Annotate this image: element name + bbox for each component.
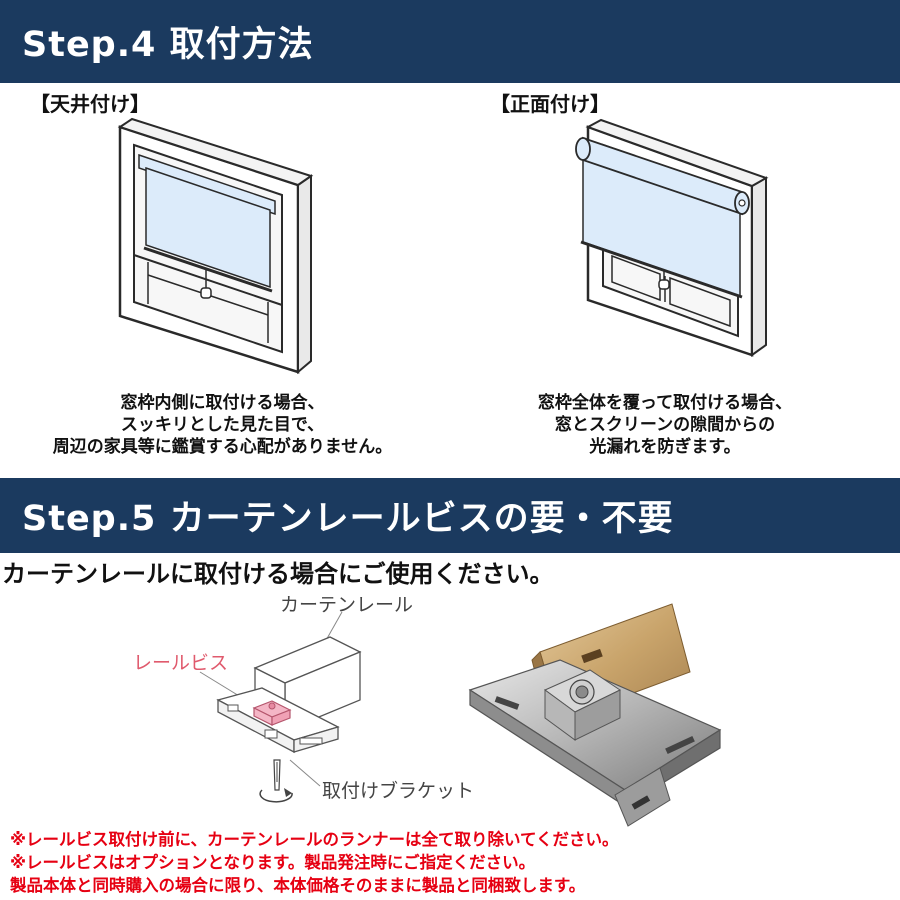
caption-line: 窓とスクリーンの隙間からの (554, 415, 776, 435)
note-line: ※レールビスはオプションとなります。製品発注時にご指定ください。 (10, 853, 536, 872)
mounting-bracket-label: 取付けブラケット (322, 780, 475, 802)
ceiling-mount-illustration (117, 117, 314, 375)
front-mount-illustration (575, 118, 769, 357)
front-mount-caption: 窓枠全体を覆って取付ける場合、 窓とスクリーンの隙間からの 光漏れを防ぎます。 (455, 392, 875, 458)
curtain-rail-label: カーテンレール (280, 594, 414, 616)
caption-line: 窓枠内側に取付ける場合、 (120, 393, 325, 413)
caption-line: スッキリとした見た目で、 (120, 415, 325, 435)
note-line: ※レールビス取付け前に、カーテンレールのランナーは全て取り除いてください。 (10, 830, 619, 849)
step5-title: Step.5 カーテンレールビスの要・不要 (22, 499, 674, 539)
usage-instruction: カーテンレールに取付ける場合にご使用ください。 (2, 560, 554, 588)
step5-banner: Step.5 カーテンレールビスの要・不要 (0, 478, 900, 553)
step4-banner: Step.4 取付方法 (0, 0, 900, 83)
ceiling-mount-label: 【天井付け】 (30, 92, 150, 116)
ceiling-mount-caption: 窓枠内側に取付ける場合、 スッキリとした見た目で、 周辺の家具等に鑑賞する心配が… (0, 392, 445, 458)
caption-line: 光漏れを防ぎます。 (589, 437, 741, 457)
caption-line: 周辺の家具等に鑑賞する心配がありません。 (52, 437, 393, 457)
note-line: 製品本体と同時購入の場合に限り、本体価格そのままに製品と同梱致します。 (10, 876, 586, 895)
front-mount-label: 【正面付け】 (490, 92, 610, 116)
step4-title: Step.4 取付方法 (22, 25, 314, 65)
caption-line: 窓枠全体を覆って取付ける場合、 (537, 393, 793, 413)
rail-screw-label: レールビス (133, 652, 229, 674)
notes: ※レールビス取付け前に、カーテンレールのランナーは全て取り除いてください。 ※レ… (10, 828, 619, 897)
